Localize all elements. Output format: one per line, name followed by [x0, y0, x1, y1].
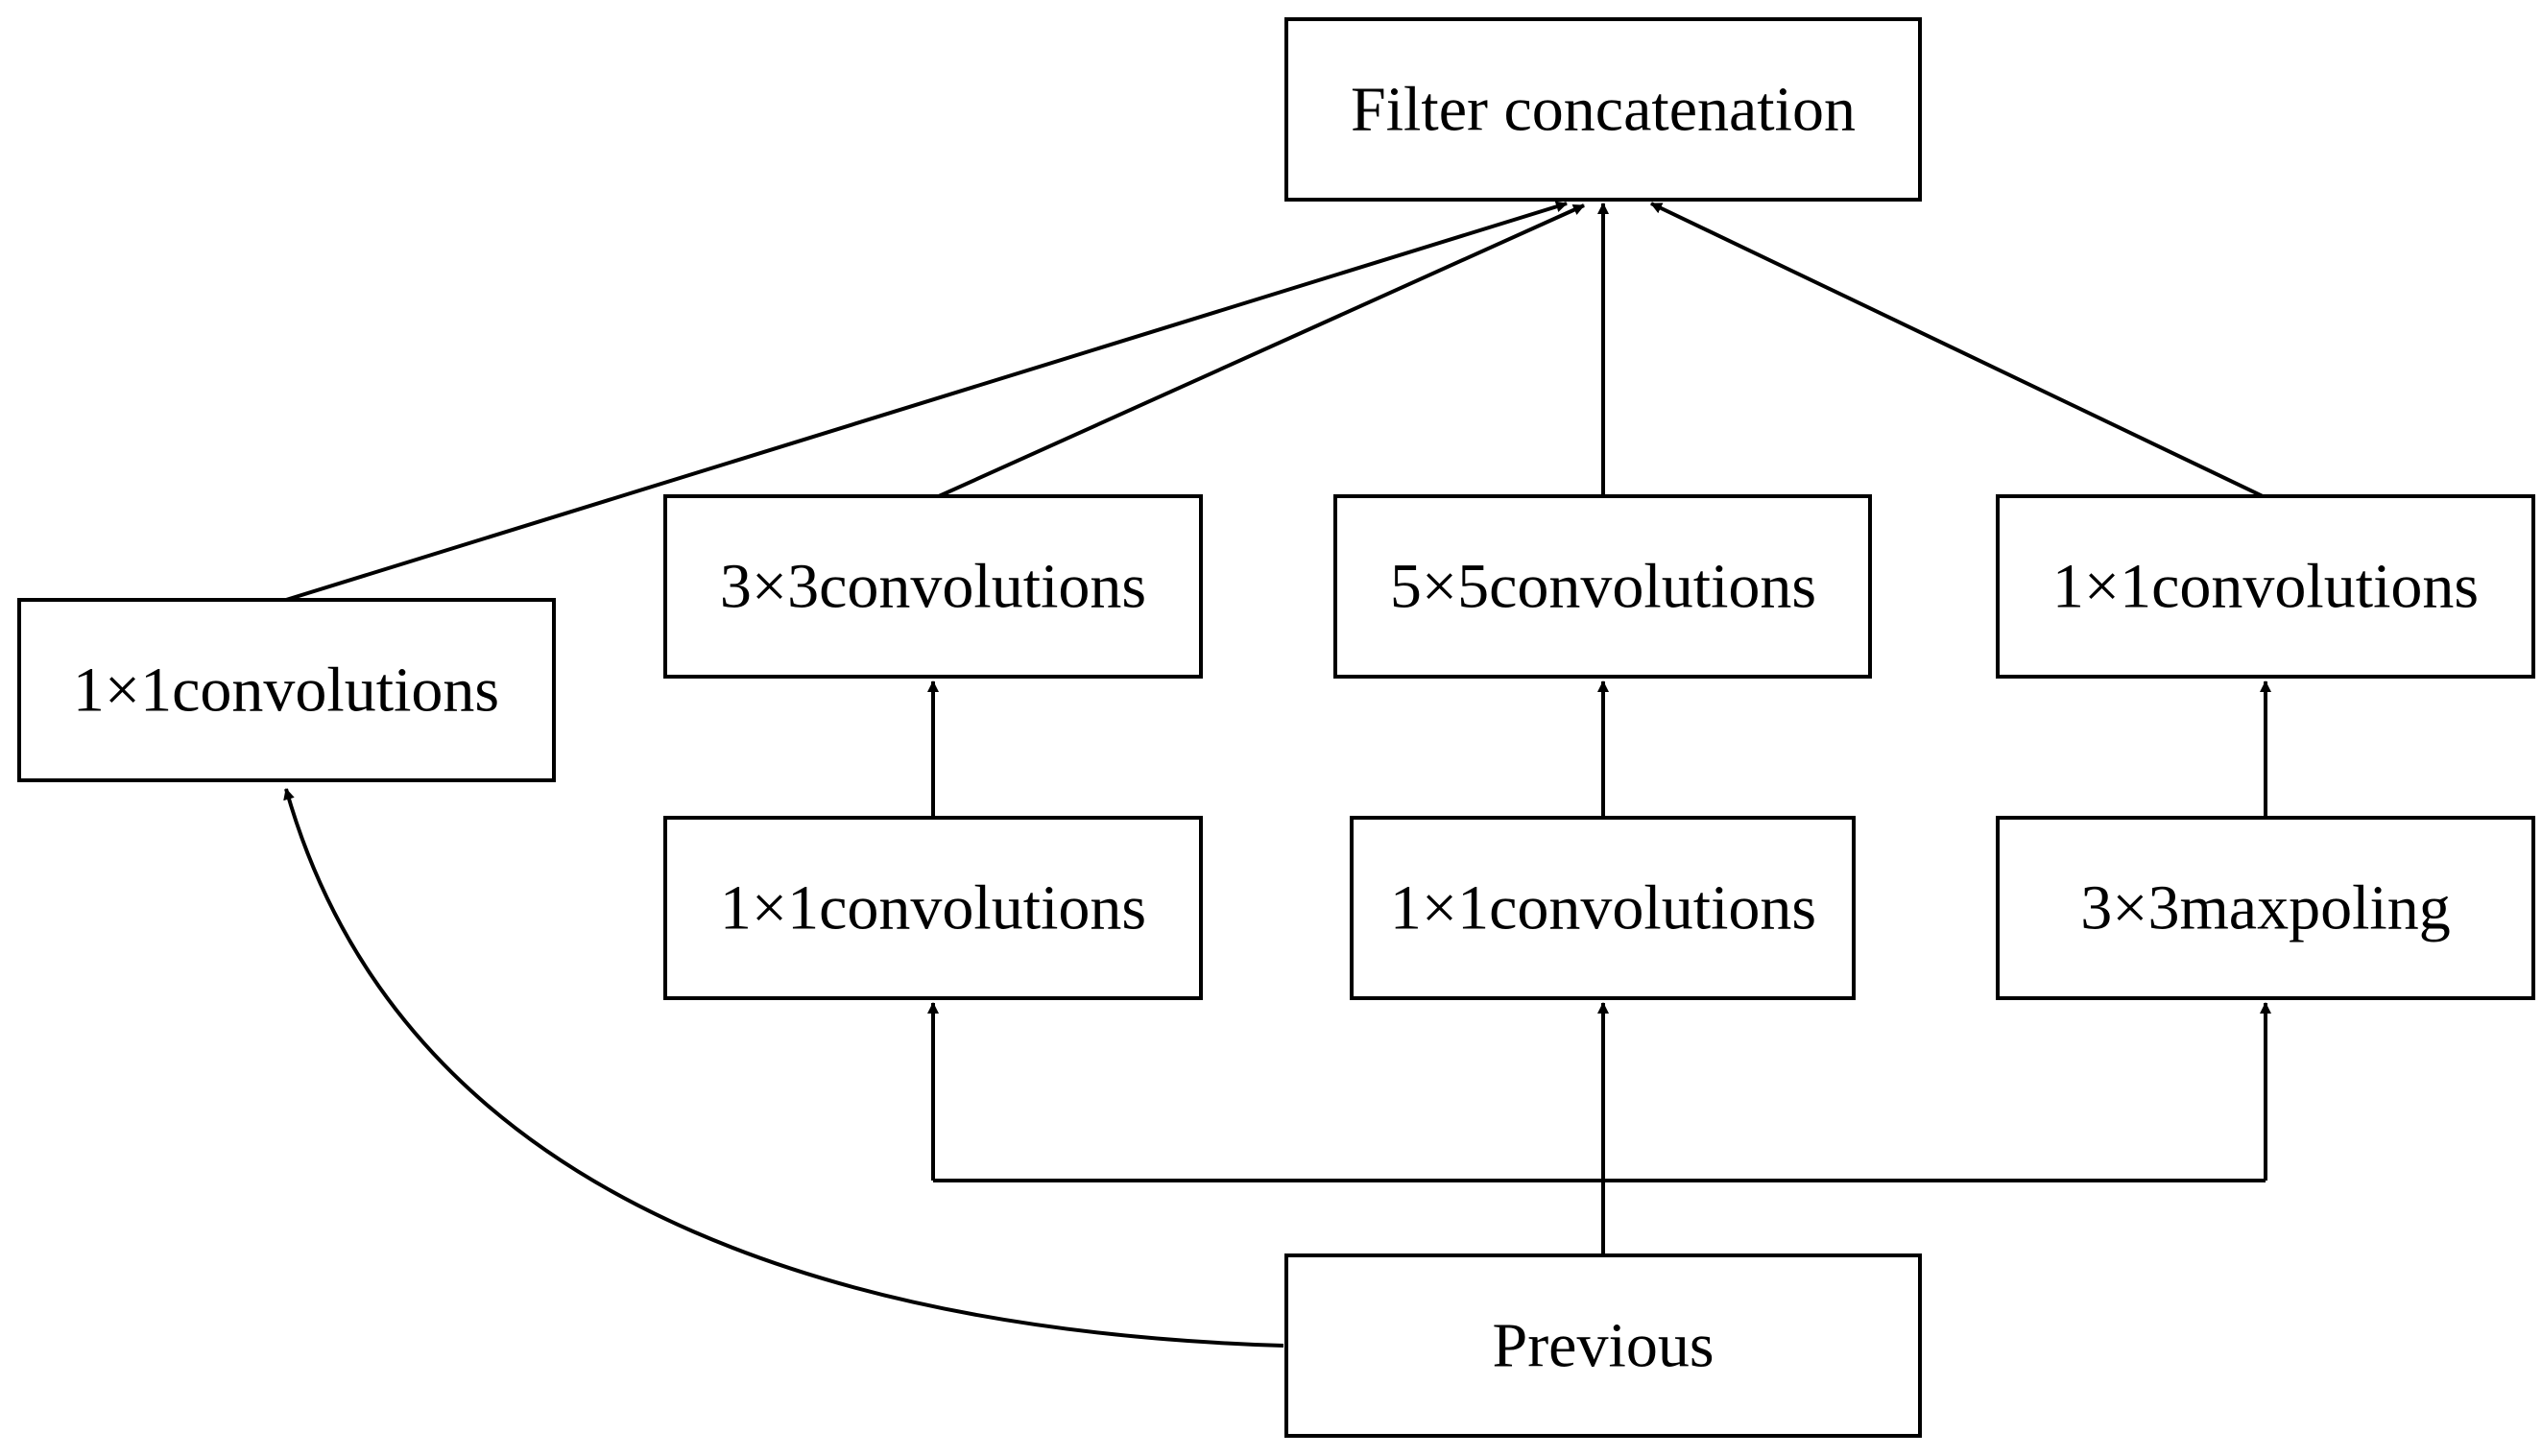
node-label: Filter concatenation: [1351, 75, 1856, 145]
node-label: 3×3maxpoling: [2080, 873, 2451, 943]
node-label: 1×1convolutions: [720, 873, 1146, 943]
node-box: [17, 598, 556, 782]
edge-conv1x1-left-to-filter-concat: [285, 201, 1568, 602]
node-conv1x1-left: 1×1convolutions: [17, 598, 556, 782]
node-label: 1×1convolutions: [2052, 552, 2479, 622]
node-label: 5×5convolutions: [1390, 552, 1816, 622]
node-conv5x5: 5×5convolutions: [1333, 494, 1872, 679]
node-previous: Previous: [1284, 1253, 1922, 1438]
node-label: Previous: [1493, 1311, 1715, 1381]
edge-conv3x3-to-filter-concat: [938, 203, 1585, 498]
node-label: 1×1convolutions: [1390, 873, 1816, 943]
node-box: [1333, 494, 1872, 679]
node-box: [1350, 816, 1856, 1000]
node-box: [663, 494, 1203, 679]
edges: [283, 201, 2271, 1348]
node-conv3x3: 3×3convolutions: [663, 494, 1203, 679]
node-conv1x1-mid-center: 1×1convolutions: [1350, 816, 1856, 1000]
edge-conv1x1-right-to-filter-concat: [1650, 202, 2264, 498]
node-label: 1×1convolutions: [73, 656, 499, 726]
node-label: 3×3convolutions: [720, 552, 1146, 622]
edge-previous-to-conv1x1-left: [283, 788, 1284, 1348]
node-conv1x1-right: 1×1convolutions: [1996, 494, 2535, 679]
node-box: [1996, 816, 2535, 1000]
node-box: [1284, 17, 1922, 202]
node-box: [1284, 1253, 1922, 1438]
node-maxpool3x3: 3×3maxpoling: [1996, 816, 2535, 1000]
node-conv1x1-mid-left: 1×1convolutions: [663, 816, 1203, 1000]
node-filter-concatenation: Filter concatenation: [1284, 17, 1922, 202]
node-box: [1996, 494, 2535, 679]
node-box: [663, 816, 1203, 1000]
